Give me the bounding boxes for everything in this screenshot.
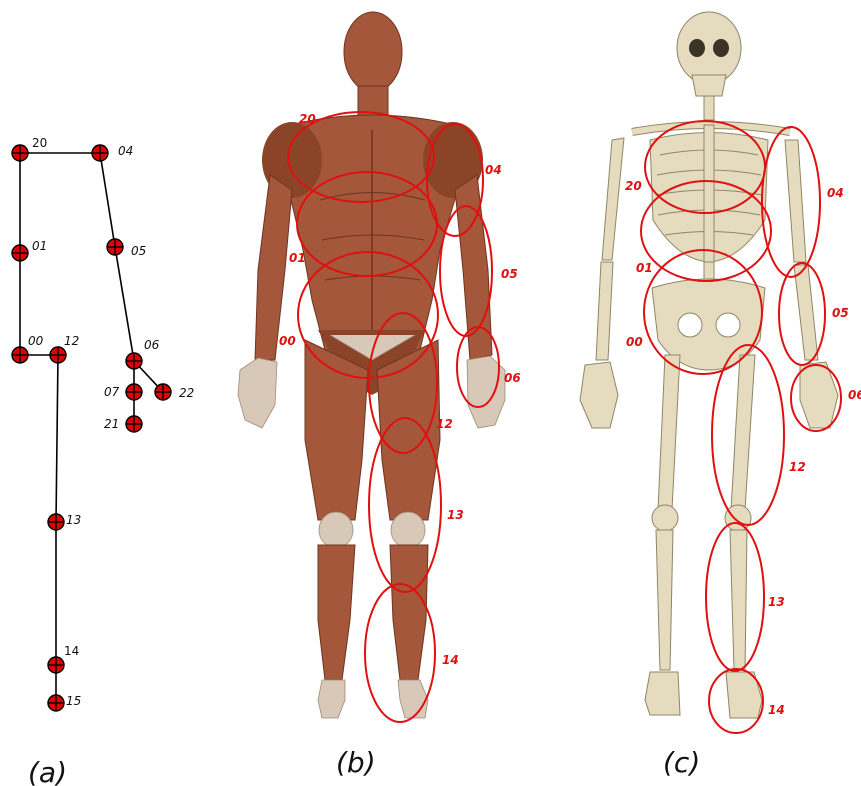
region-label-06-c: 06 — [848, 388, 861, 402]
region-label-01-b: 01 — [289, 251, 306, 265]
region-label-20-b: 20 — [299, 112, 316, 126]
joint-label-15: 15 — [66, 694, 81, 708]
joint-label-04: 04 — [118, 144, 133, 158]
region-label-14-c: 14 — [768, 703, 785, 717]
joint-12: 12 — [50, 334, 79, 363]
region-label-13-b: 13 — [447, 508, 464, 522]
bone-04-05 — [100, 153, 115, 247]
region-label-04-c: 04 — [827, 186, 844, 200]
caption-c: (c) — [663, 746, 700, 779]
region-label-00-b: 00 — [279, 334, 296, 348]
joint-label-12: 12 — [64, 334, 79, 348]
region-label-12-c: 12 — [789, 460, 806, 474]
region-label-13-c: 13 — [768, 595, 785, 609]
region-label-05-b: 05 — [501, 267, 518, 281]
panel-a-skeleton-graph: 20 04 01 05 00 12 06 07 22 21 13 14 15 (a) — [12, 136, 194, 786]
joint-label-14: 14 — [64, 644, 79, 658]
joint-15: 15 — [48, 694, 81, 711]
region-label-20-c: 20 — [625, 179, 642, 193]
bone-05-06 — [115, 247, 134, 361]
region-label-06-b: 06 — [504, 371, 521, 385]
region-label-00-c: 00 — [626, 335, 643, 349]
joint-label-01: 01 — [32, 239, 47, 253]
joint-14: 14 — [48, 644, 79, 673]
joint-20: 20 — [12, 136, 47, 161]
joint-label-00: 00 — [28, 334, 44, 348]
region-label-04-b: 04 — [485, 163, 502, 177]
joint-21: 21 — [104, 416, 142, 432]
joint-label-06: 06 — [144, 338, 160, 352]
joint-label-22: 22 — [179, 386, 194, 400]
joint-label-13: 13 — [66, 513, 81, 527]
joint-label-21: 21 — [104, 417, 119, 431]
caption-b: (b) — [336, 746, 376, 779]
joint-07: 07 — [104, 384, 142, 400]
joint-04: 04 — [92, 144, 133, 161]
joint-label-07: 07 — [104, 385, 120, 399]
joint-label-05: 05 — [131, 244, 146, 258]
joint-01: 01 — [12, 239, 47, 261]
region-label-01-c: 01 — [636, 261, 653, 275]
joint-00: 00 — [12, 334, 44, 363]
panel-c-skeleton-body: 20 04 01 05 00 06 12 13 14 (c) — [580, 12, 861, 779]
region-label-05-c: 05 — [832, 306, 849, 320]
joint-13: 13 — [48, 513, 81, 530]
bone-12-13 — [56, 355, 58, 522]
panel-b-muscle-body: 20 04 01 05 00 06 12 13 14 (b) — [238, 12, 521, 779]
joint-05: 05 — [107, 239, 146, 258]
region-label-14-b: 14 — [442, 653, 459, 667]
region-label-12-b: 12 — [436, 417, 453, 431]
joint-22: 22 — [155, 384, 194, 400]
caption-a: (a) — [28, 756, 67, 786]
skeleton-joints: 20 04 01 05 00 12 06 07 22 21 13 14 15 — [12, 136, 194, 711]
joint-label-20: 20 — [32, 136, 47, 150]
